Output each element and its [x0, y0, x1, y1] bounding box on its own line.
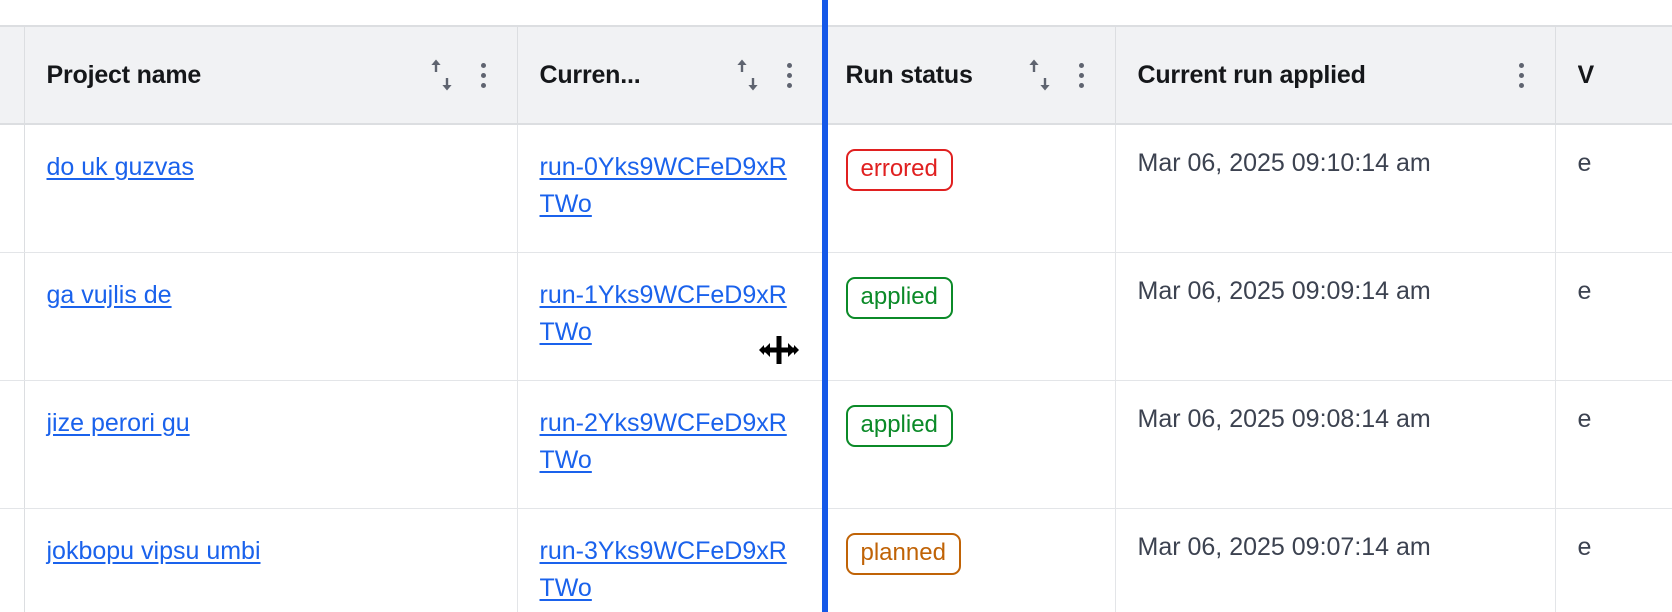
column-menu-icon[interactable] [1071, 58, 1093, 92]
table-row[interactable]: ga vujlis de run-1Yks9WCFeD9xRTWo applied M… [0, 252, 1672, 381]
column-header-run[interactable]: Curren... [517, 25, 824, 125]
cell-clipped-column: e [1555, 508, 1672, 612]
applied-timestamp: Mar 06, 2025 09:09:14 am [1137, 276, 1431, 305]
column-header-tools[interactable] [735, 58, 801, 92]
column-header-label: V [1577, 60, 1594, 89]
status-badge: applied [845, 276, 953, 319]
status-badge: errored [845, 149, 953, 192]
cell-current-run-applied: Mar 06, 2025 09:07:14 am [1115, 508, 1556, 612]
sort-icon[interactable] [429, 58, 455, 92]
column-header-project[interactable]: Project name [24, 25, 518, 125]
cell-clipped-column: e [1555, 124, 1672, 253]
table-row[interactable]: jokbopu vipsu umbi run-3Yks9WCFeD9xRTWo pl… [0, 508, 1672, 612]
project-name-link[interactable]: jize perori gu [46, 408, 190, 437]
cell-current-run-applied: Mar 06, 2025 09:09:14 am [1115, 252, 1556, 381]
project-name-link[interactable]: ga vujlis de [46, 280, 172, 309]
project-name-link[interactable]: jokbopu vipsu umbi [46, 536, 261, 565]
column-header-applied[interactable]: Current run applied [1115, 25, 1556, 125]
applied-timestamp: Mar 06, 2025 09:07:14 am [1137, 532, 1431, 561]
clipped-cell-value: e [1577, 404, 1592, 433]
column-header-tools[interactable] [1511, 58, 1533, 92]
cell-run-status: applied [823, 380, 1116, 509]
clipped-cell-value: e [1577, 276, 1592, 305]
table-header-row: Project name Curren... Run status Current r… [0, 25, 1672, 125]
cell-project-name: ga vujlis de [24, 252, 518, 381]
applied-timestamp: Mar 06, 2025 09:10:14 am [1137, 149, 1431, 177]
projects-table: Project name Curren... Run status Current r… [0, 25, 1672, 612]
cell-current-run-applied: Mar 06, 2025 09:08:14 am [1115, 380, 1556, 509]
cell-clipped-column: e [1555, 252, 1672, 381]
row-select-gutter-cell[interactable] [0, 252, 25, 381]
applied-timestamp: Mar 06, 2025 09:08:14 am [1137, 404, 1431, 433]
table-row[interactable]: jize perori gu run-2Yks9WCFeD9xRTWo applie… [0, 380, 1672, 509]
table-scroll-area[interactable]: Project name Curren... Run status Current r… [0, 25, 1672, 612]
column-header-label: Project name [46, 60, 202, 89]
current-run-link[interactable]: run-0Yks9WCFeD9xRTWo [539, 153, 787, 218]
clipped-cell-value: e [1577, 532, 1592, 561]
cell-project-name: do uk guzvas [24, 124, 518, 253]
table-header: Project name Curren... Run status Current r… [0, 25, 1672, 125]
table-row[interactable]: do uk guzvas run-0Yks9WCFeD9xRTWo errored M… [0, 124, 1672, 253]
column-header-label: Run status [845, 60, 973, 89]
status-badge: planned [845, 532, 961, 575]
cell-current-run: run-3Yks9WCFeD9xRTWo [517, 508, 824, 612]
sort-icon[interactable] [1027, 58, 1053, 92]
column-header-tools[interactable] [429, 58, 495, 92]
column-header-label: Curren... [539, 60, 641, 89]
column-menu-icon[interactable] [779, 58, 801, 92]
cell-current-run: run-0Yks9WCFeD9xRTWo [517, 124, 824, 253]
current-run-link[interactable]: run-2Yks9WCFeD9xRTWo [539, 408, 787, 474]
row-select-gutter-cell[interactable] [0, 124, 25, 253]
status-badge: applied [845, 404, 953, 447]
current-run-link[interactable]: run-3Yks9WCFeD9xRTWo [539, 536, 787, 602]
cell-run-status: applied [823, 252, 1116, 381]
cell-run-status: planned [823, 508, 1116, 612]
cell-current-run: run-1Yks9WCFeD9xRTWo [517, 252, 824, 381]
row-select-gutter-cell[interactable] [0, 380, 25, 509]
column-header-label: Current run applied [1137, 60, 1366, 89]
column-menu-icon[interactable] [1511, 58, 1533, 92]
cell-run-status: errored [823, 124, 1116, 253]
column-header-tools[interactable] [1027, 58, 1093, 92]
current-run-link[interactable]: run-1Yks9WCFeD9xRTWo [539, 280, 787, 346]
cell-clipped-column: e [1555, 380, 1672, 509]
column-header-v[interactable]: V [1555, 25, 1672, 125]
row-select-gutter-cell[interactable] [0, 508, 25, 612]
cell-project-name: jize perori gu [24, 380, 518, 509]
row-select-gutter-header [0, 25, 25, 125]
project-name-link[interactable]: do uk guzvas [46, 153, 194, 181]
cell-current-run-applied: Mar 06, 2025 09:10:14 am [1115, 124, 1556, 253]
cell-current-run: run-2Yks9WCFeD9xRTWo [517, 380, 824, 509]
cell-project-name: jokbopu vipsu umbi [24, 508, 518, 612]
clipped-cell-value: e [1577, 149, 1592, 177]
sort-icon[interactable] [735, 58, 761, 92]
column-menu-icon[interactable] [473, 58, 495, 92]
column-header-status[interactable]: Run status [823, 25, 1116, 125]
